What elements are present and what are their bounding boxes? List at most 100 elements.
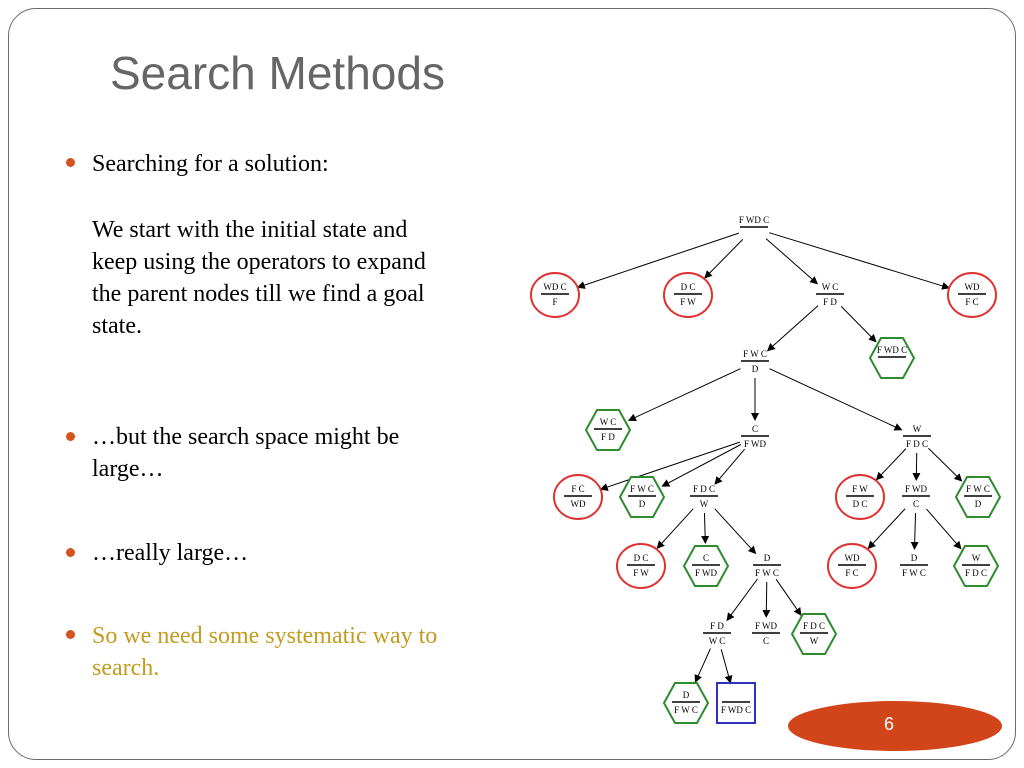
tree-node-bottom-label: WD bbox=[571, 499, 586, 509]
tree-node-n4: WD F C bbox=[947, 272, 997, 318]
tree-node-top-label: F WD bbox=[755, 621, 778, 631]
tree-node-n18: D F W C bbox=[753, 553, 781, 578]
tree-node-top-label: D C bbox=[681, 282, 696, 292]
tree-node-top-label: F D C bbox=[803, 621, 825, 631]
tree-node-n21: WF D C bbox=[952, 545, 1000, 587]
tree-node-n6: F WD C bbox=[868, 337, 916, 379]
tree-node-n2: D CF W bbox=[663, 272, 713, 318]
tree-node-n16: D CF W bbox=[616, 543, 666, 589]
tree-edge-n14-n19 bbox=[867, 508, 906, 550]
tree-node-top-label: F W C bbox=[743, 349, 767, 359]
tree-edge-n3-n5 bbox=[766, 305, 819, 352]
tree-node-bottom-label: F W C bbox=[755, 568, 779, 578]
bullet-text-2: …but the search space might be large… bbox=[92, 421, 399, 485]
tree-edge-n22-n26 bbox=[720, 649, 733, 684]
tree-node-top-label: WD bbox=[965, 282, 980, 292]
tree-node-n15: F W C D bbox=[954, 476, 1002, 518]
tree-edge-n8-n10 bbox=[599, 441, 741, 491]
tree-node-top-label: WD bbox=[845, 553, 860, 563]
tree-node-top-label: F W C bbox=[966, 484, 990, 494]
tree-node-n12: F D C W bbox=[690, 484, 718, 509]
slide-title: Search Methods bbox=[110, 47, 445, 99]
tree-node-top-label: W C bbox=[822, 282, 839, 292]
tree-node-top-label: D bbox=[683, 690, 690, 700]
tree-node-top-label: F WD C bbox=[739, 215, 769, 225]
dead-state-circle bbox=[947, 272, 997, 318]
tree-edge-n9-n15 bbox=[928, 447, 963, 482]
safe-state-hexagon bbox=[618, 476, 666, 518]
safe-state-hexagon bbox=[584, 409, 632, 451]
tree-node-top-label: W C bbox=[600, 417, 617, 427]
tree-node-n19: WDF C bbox=[827, 543, 877, 589]
tree-node-top-label: F C bbox=[571, 484, 584, 494]
tree-node-top-label: D bbox=[911, 553, 918, 563]
dead-state-circle bbox=[530, 272, 580, 318]
tree-edge-n12-n18 bbox=[714, 508, 757, 555]
tree-edge-n18-n24 bbox=[775, 578, 802, 616]
tree-node-bottom-label: F D C bbox=[906, 439, 928, 449]
tree-node-bottom-label: C bbox=[763, 636, 769, 646]
dead-state-circle bbox=[835, 474, 885, 520]
bullet-dot-2 bbox=[66, 432, 75, 441]
tree-node-top-label: F D C bbox=[693, 484, 715, 494]
tree-node-bottom-label: F WD C bbox=[721, 705, 751, 715]
tree-node-n20: D F W C bbox=[900, 553, 928, 578]
tree-edge-n14-n21 bbox=[926, 508, 962, 550]
safe-state-hexagon bbox=[662, 682, 710, 724]
tree-node-n22: F DW C bbox=[703, 621, 731, 646]
tree-node-n7: W CF D bbox=[584, 409, 632, 451]
bullet-dot-3 bbox=[66, 548, 75, 557]
bullet-dot-4 bbox=[66, 630, 75, 639]
tree-node-bottom-label: D bbox=[639, 499, 646, 509]
tree-node-top-label: F D bbox=[710, 621, 724, 631]
tree-node-n14: F WD C bbox=[902, 484, 930, 509]
tree-node-top-label: F W C bbox=[630, 484, 654, 494]
tree-edge-n18-n22 bbox=[726, 578, 758, 622]
tree-node-bottom-label: F C bbox=[965, 297, 978, 307]
safe-state-hexagon bbox=[868, 337, 916, 379]
tree-node-n25: D F W C bbox=[662, 682, 710, 724]
tree-edge-n14-n20 bbox=[910, 512, 919, 551]
tree-node-bottom-label: D C bbox=[853, 499, 868, 509]
tree-node-top-label: W bbox=[913, 424, 922, 434]
tree-node-top-label: F WD bbox=[905, 484, 928, 494]
tree-node-bottom-label: F bbox=[552, 297, 557, 307]
tree-node-n9: W F D C bbox=[903, 424, 931, 449]
paragraph-line-2: keep using the operators to expand bbox=[92, 249, 426, 275]
tree-edge-n22-n25 bbox=[694, 648, 711, 683]
tree-node-bottom-label: D bbox=[975, 499, 982, 509]
tree-node-bottom-label: D bbox=[752, 364, 759, 374]
tree-node-n17: CF WD bbox=[682, 545, 730, 587]
paragraph-text: We start with the initial state and keep… bbox=[92, 214, 426, 342]
tree-node-top-label: D bbox=[764, 553, 771, 563]
tree-edge-n5-n7 bbox=[627, 368, 741, 422]
tree-node-bottom-label: F W C bbox=[674, 705, 698, 715]
tree-node-n23: F WD C bbox=[752, 621, 780, 646]
tree-edge-n0-n3 bbox=[765, 238, 818, 285]
page-number-badge bbox=[788, 701, 1002, 751]
tree-edge-n0-n4 bbox=[769, 232, 951, 290]
tree-node-n24: F D CW bbox=[790, 613, 838, 655]
tree-node-bottom-label: F W C bbox=[902, 568, 926, 578]
tree-node-bottom-label: C bbox=[913, 499, 919, 509]
bullet-2-line-1: …but the search space might be bbox=[92, 424, 400, 450]
tree-edge-n12-n16 bbox=[656, 508, 694, 550]
dead-state-circle bbox=[616, 543, 666, 589]
tree-node-n11: F W C D bbox=[618, 476, 666, 518]
safe-state-hexagon bbox=[952, 545, 1000, 587]
tree-edge-n9-n13 bbox=[875, 448, 907, 481]
tree-node-top-label: C bbox=[752, 424, 758, 434]
tree-node-bottom-label: W bbox=[700, 499, 709, 509]
dead-state-circle bbox=[827, 543, 877, 589]
paragraph-line-3: the parent nodes till we find a goal bbox=[92, 281, 425, 307]
paragraph-line-1: We start with the initial state and bbox=[92, 217, 408, 243]
slide-frame bbox=[8, 8, 1016, 760]
bullet-4-line-1: So we need some systematic way to bbox=[92, 623, 438, 649]
tree-edge-n12-n17 bbox=[701, 512, 710, 545]
safe-state-hexagon bbox=[954, 476, 1002, 518]
tree-node-bottom-label: F D bbox=[823, 297, 837, 307]
paragraph-line-4: state. bbox=[92, 313, 142, 339]
tree-node-n3: W C F D bbox=[816, 282, 844, 307]
tree-node-top-label: F W bbox=[852, 484, 868, 494]
